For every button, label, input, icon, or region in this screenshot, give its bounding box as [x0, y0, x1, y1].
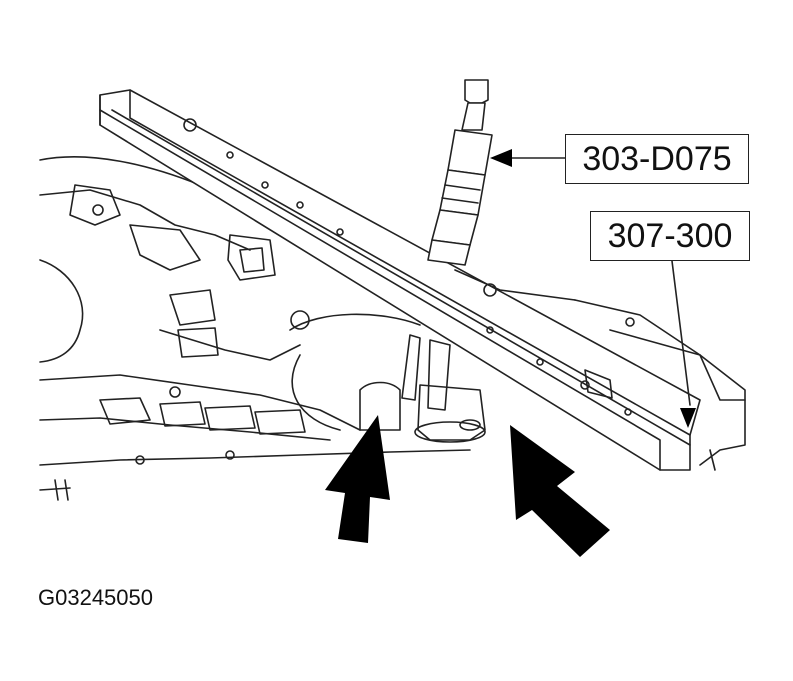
engine-block-outline — [39, 156, 471, 501]
arrowhead-303 — [490, 149, 512, 167]
arrowhead-307 — [680, 408, 696, 428]
vertical-tool — [401, 79, 493, 443]
callout-text: 307-300 — [607, 217, 733, 255]
pointer-arrow-right — [510, 425, 610, 557]
rail-tool — [99, 89, 746, 471]
pointer-arrow-left — [325, 415, 390, 543]
callout-label-tool-303-d075: 303-D075 — [565, 134, 749, 184]
callout-text: 303-D075 — [582, 140, 732, 178]
figure-identifier: G03245050 — [38, 585, 153, 610]
callout-label-tool-307-300: 307-300 — [590, 211, 750, 261]
leader-lines — [509, 157, 691, 406]
